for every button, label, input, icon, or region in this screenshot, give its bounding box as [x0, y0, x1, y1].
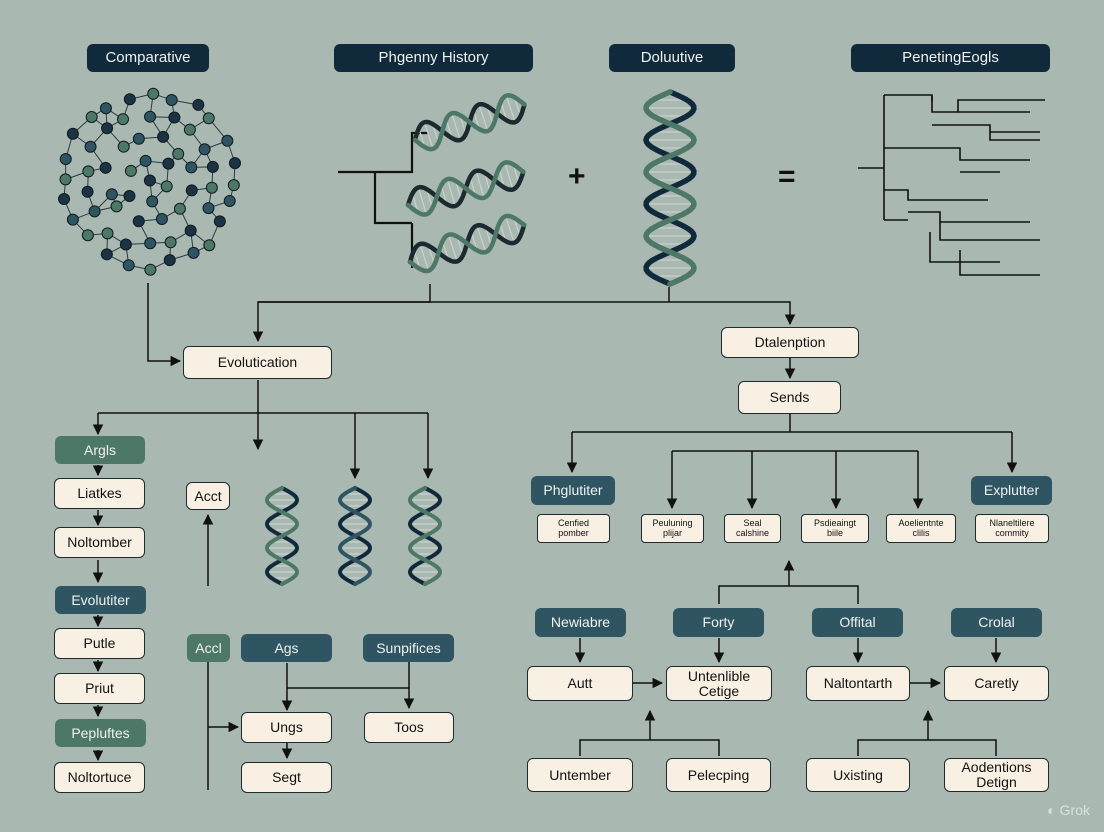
offital-label: Offital: [812, 608, 903, 637]
plus-operator: +: [568, 160, 586, 193]
network-graph-icon: [58, 87, 241, 276]
toos-box: Toos: [364, 712, 454, 743]
dna-double-helix-icon: [643, 89, 697, 287]
card-cenfied-pomber: Cenfied pomber: [537, 514, 610, 543]
sends-box: Sends: [738, 381, 841, 414]
noltortuce-box: Noltortuce: [54, 762, 145, 793]
card-aoelientnte-clilis: Aoelientnte clilis: [886, 514, 956, 543]
caretly-box: Caretly: [944, 666, 1049, 701]
dna-helix-icon: [407, 486, 443, 586]
card-seal-calshine: Seal calshine: [724, 514, 781, 543]
evolutiter-label: Evolutiter: [55, 586, 146, 614]
dna-helix-icon: [407, 213, 527, 274]
explutter-label: Explutter: [971, 476, 1052, 505]
header-phylogeny-history: Phgenny History: [334, 44, 533, 72]
naltontarth-box: Naltontarth: [806, 666, 910, 701]
uxisting-box: Uxisting: [806, 758, 910, 792]
card-peuluning-plijar: Peuluning plijar: [641, 514, 704, 543]
ags-label: Ags: [241, 634, 332, 662]
watermark: ◐ Grok: [1047, 802, 1090, 818]
dendrogram-tree-icon: [858, 94, 1045, 276]
crolal-label: Crolal: [951, 608, 1042, 637]
dna-helix-icon: [405, 160, 526, 217]
dna-helix-icon: [412, 93, 527, 152]
untenible-cetige-box: Untenlible Cetige: [666, 666, 772, 701]
card-nlaneltilere-commity: Nlaneltilere commity: [975, 514, 1049, 543]
autt-box: Autt: [527, 666, 633, 701]
dtalenption-box: Dtalenption: [721, 327, 859, 358]
header-pending-goals: PenetingEogls: [851, 44, 1050, 72]
phglutiter-label: Phglutiter: [531, 476, 615, 505]
pelecping-box: Pelecping: [666, 758, 771, 792]
sunpifices-label: Sunpifices: [363, 634, 454, 662]
equals-operator: =: [778, 160, 796, 193]
card-psdieaingt-biile: Psdieaingt biile: [801, 514, 869, 543]
liatkes-box: Liatkes: [54, 478, 145, 509]
acct-box: Acct: [186, 482, 230, 510]
args-label: Argls: [55, 436, 145, 464]
priut-box: Priut: [54, 673, 145, 704]
pepluftes-label: Pepluftes: [55, 719, 146, 747]
dna-helix-icon: [264, 486, 300, 586]
header-comparative: Comparative: [87, 44, 209, 72]
newiabre-label: Newiabre: [535, 608, 626, 637]
grok-logo-icon: ◐: [1047, 802, 1056, 818]
untember-box: Untember: [527, 758, 633, 792]
forty-label: Forty: [673, 608, 764, 637]
ungs-box: Ungs: [241, 712, 332, 743]
dna-helix-icon: [337, 486, 373, 586]
aodentions-detign-box: Aodentions Detign: [944, 758, 1049, 792]
noltomber-box: Noltomber: [54, 527, 145, 558]
accl-label: Accl: [187, 634, 230, 662]
putle-box: Putle: [54, 628, 145, 659]
watermark-text: Grok: [1059, 802, 1090, 818]
evolutication-box: Evolutication: [183, 346, 332, 379]
segt-box: Segt: [241, 762, 332, 793]
header-doluutive: Doluutive: [609, 44, 735, 72]
